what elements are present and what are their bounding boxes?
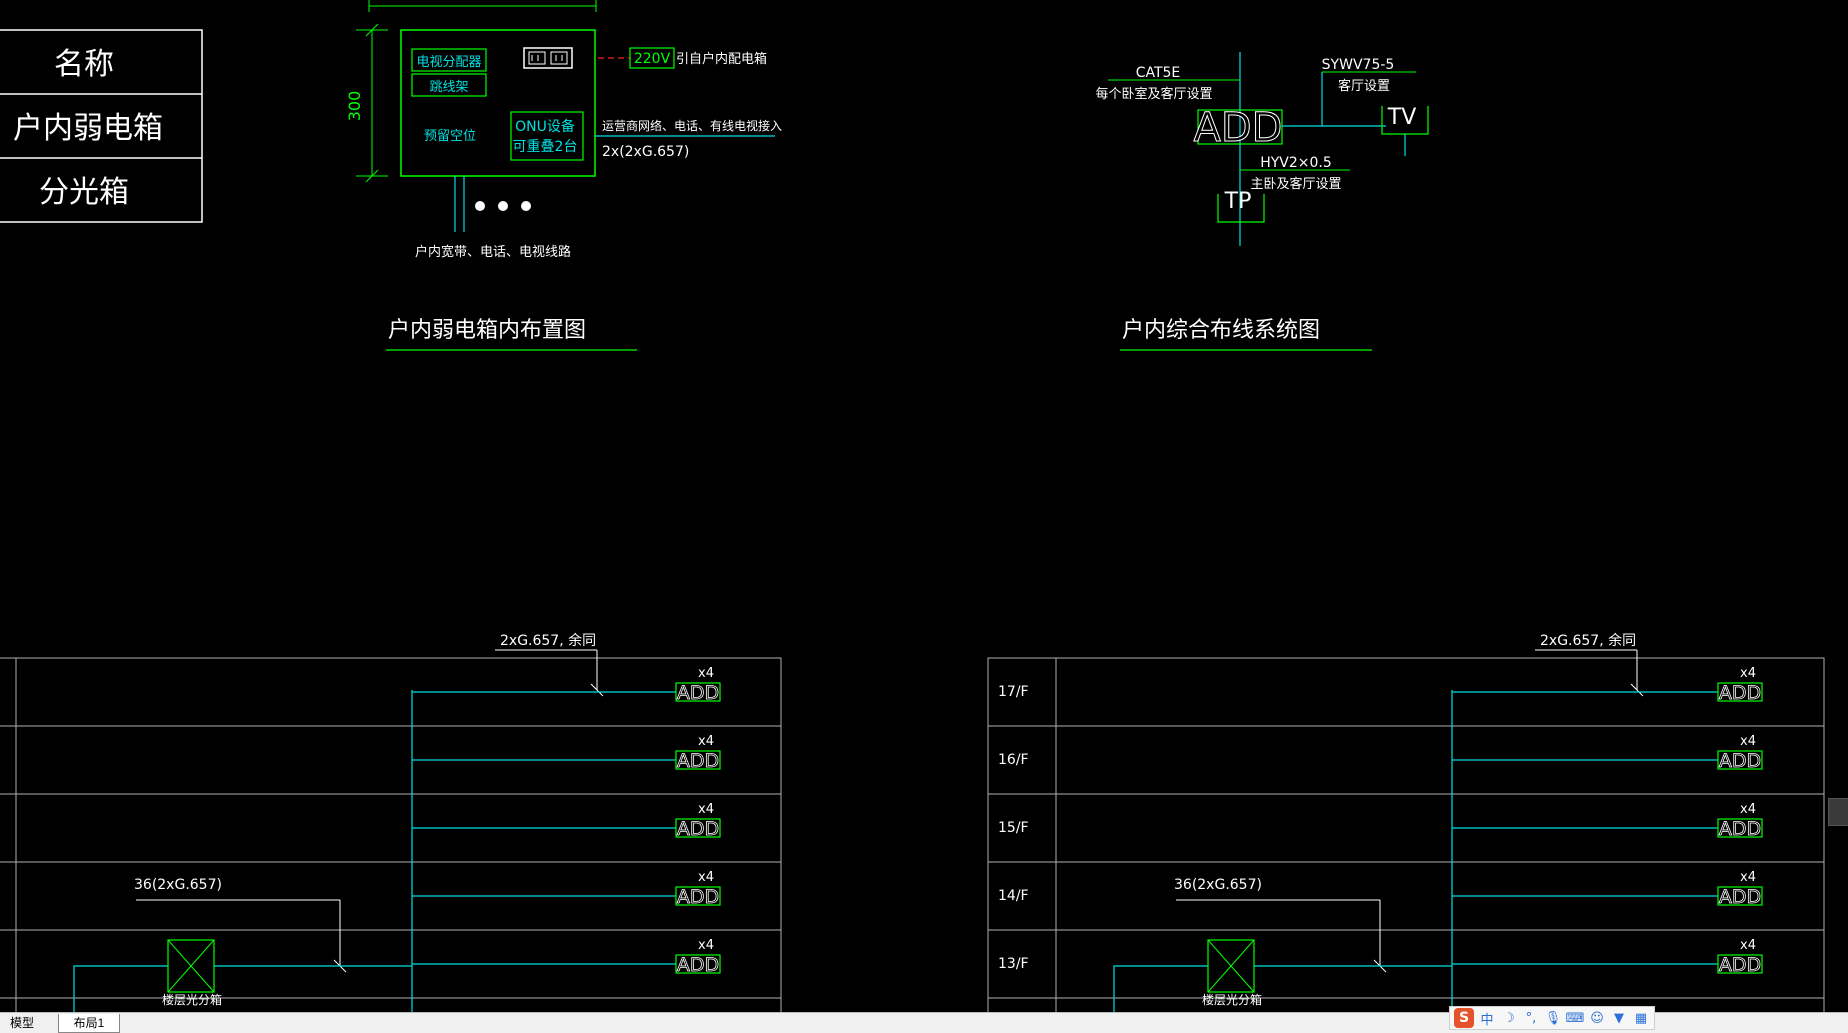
add-outlet-label: ADD (1719, 954, 1761, 976)
ime-toolbar[interactable]: S 中 ☽ °, 🎙 ⌨ ☺ ▼ ▦ (1449, 1006, 1655, 1030)
riser-left-note: 2xG.657, 余同 (500, 632, 596, 649)
legend-table: 名称 户内弱电箱 分光箱 (0, 29, 203, 223)
riser-left: 2xG.657, 余同 36(2xG.657) 楼层光分箱 ADDx4ADDx4… (0, 632, 782, 1019)
sywv-label: SYWV75-5 (1322, 57, 1395, 73)
outlet-count-label: x4 (698, 870, 714, 885)
add-outlet-box (675, 954, 721, 974)
riser-left-trunk: 36(2xG.657) (134, 877, 222, 893)
add-outlet-box (1717, 886, 1763, 906)
punctuation-icon[interactable]: °, (1525, 1010, 1537, 1026)
keyboard-icon[interactable]: ⌨ (1565, 1010, 1585, 1026)
outlet-count-label: x4 (698, 802, 714, 817)
tp-outlet-label: TP (1224, 189, 1252, 214)
weak-box-title: 户内弱电箱内布置图 (388, 318, 586, 343)
add-outlet-box (1717, 954, 1763, 974)
floor-label-16: 16/F (998, 752, 1029, 768)
riser-right-trunk: 36(2xG.657) (1174, 877, 1262, 893)
add-outlet-label: ADD (1719, 886, 1761, 908)
v220-label: 220V (634, 51, 671, 67)
add-outlet-box (1717, 750, 1763, 770)
outlet-count-label: x4 (698, 666, 714, 681)
user-icon[interactable]: ☺ (1590, 1010, 1604, 1026)
living-room-label: 客厅设置 (1338, 78, 1390, 94)
patch-frame-label: 跳线架 (429, 80, 468, 95)
add-outlet-label: ADD (677, 750, 719, 772)
tv-outlet-label: TV (1387, 105, 1417, 130)
moon-icon[interactable]: ☽ (1503, 1010, 1515, 1026)
cat5e-label: CAT5E (1136, 65, 1181, 81)
outgoing-lines-label: 户内宽带、电话、电视线路 (415, 244, 571, 260)
weak-box-diagram: 300 电视分配器 跳线架 预留空位 ONU设备 可重叠2台 220V 引自户内… (345, 0, 782, 351)
floor-label-13: 13/F (998, 956, 1029, 972)
scroll-grip[interactable] (1828, 798, 1848, 826)
cabling-system-diagram: CAT5E 每个卧室及客厅设置 ADD SYWV75-5 客厅设置 TV HYV… (1095, 52, 1429, 351)
cabling-title: 户内综合布线系统图 (1122, 318, 1320, 343)
outlet-count-label: x4 (1740, 666, 1756, 681)
floor-label-15: 15/F (998, 820, 1029, 836)
outlet-count-label: x4 (1740, 734, 1756, 749)
add-outlet-box (675, 750, 721, 770)
legend-row-splitter-box: 分光箱 (39, 175, 129, 210)
legend-row-weak-box: 户内弱电箱 (13, 111, 163, 146)
add-outlet-label: ADD (1194, 105, 1283, 151)
tab-model[interactable]: 模型 (10, 1016, 35, 1030)
power-socket-icon (523, 47, 573, 69)
onu-label-1: ONU设备 (515, 118, 575, 135)
outlet-count-label: x4 (1740, 938, 1756, 953)
add-outlet-box (1717, 818, 1763, 838)
skin-icon[interactable]: ▼ (1614, 1010, 1624, 1026)
ime-language-toggle[interactable]: 中 (1480, 1012, 1494, 1028)
riser-right: 17/F 16/F 15/F 14/F 13/F 2xG.657, 余同 36(… (987, 632, 1825, 1019)
hyv-label: HYV2×0.5 (1260, 155, 1332, 171)
add-outlet-box (675, 682, 721, 702)
dim-300: 300 (345, 91, 364, 122)
grid-menu-icon[interactable]: ▦ (1634, 1010, 1648, 1026)
outlet-count-label: x4 (698, 938, 714, 953)
layout-tab-bar: 模型 布局1 (0, 1012, 1848, 1033)
fiber-spec-label: 2x(2xG.657) (602, 144, 689, 160)
add-outlet-label: ADD (677, 886, 719, 908)
outlet-count-label: x4 (698, 734, 714, 749)
riser-right-box-label: 楼层光分箱 (1202, 992, 1262, 1007)
add-outlet-label: ADD (677, 682, 719, 704)
add-outlet-label: ADD (1719, 818, 1761, 840)
floor-label-17: 17/F (998, 684, 1029, 700)
bedrooms-label: 每个卧室及客厅设置 (1095, 86, 1212, 102)
riser-right-note: 2xG.657, 余同 (1540, 632, 1636, 649)
microphone-icon[interactable]: 🎙 (1544, 1010, 1562, 1026)
add-outlet-box (675, 886, 721, 906)
carrier-input-label: 运营商网络、电话、有线电视接入 (602, 118, 782, 133)
add-outlet-box (1717, 682, 1763, 702)
power-source-label: 引自户内配电箱 (676, 51, 767, 67)
legend-row-name: 名称 (54, 47, 114, 82)
onu-label-2: 可重叠2台 (513, 139, 578, 155)
add-outlet-box (675, 818, 721, 838)
add-outlet-label: ADD (677, 954, 719, 976)
add-outlet-label: ADD (677, 818, 719, 840)
outlet-count-label: x4 (1740, 870, 1756, 885)
tab-layout1[interactable]: 布局1 (58, 1014, 120, 1033)
riser-left-box-label: 楼层光分箱 (162, 992, 222, 1007)
outlet-count-label: x4 (1740, 802, 1756, 817)
master-room-label: 主卧及客厅设置 (1250, 176, 1341, 192)
sogou-logo-icon[interactable]: S (1454, 1008, 1474, 1028)
reserve-space-label: 预留空位 (424, 129, 476, 144)
add-outlet-label: ADD (1719, 682, 1761, 704)
tv-splitter-label: 电视分配器 (416, 55, 481, 70)
floor-label-14: 14/F (998, 888, 1029, 904)
add-outlet-label: ADD (1719, 750, 1761, 772)
